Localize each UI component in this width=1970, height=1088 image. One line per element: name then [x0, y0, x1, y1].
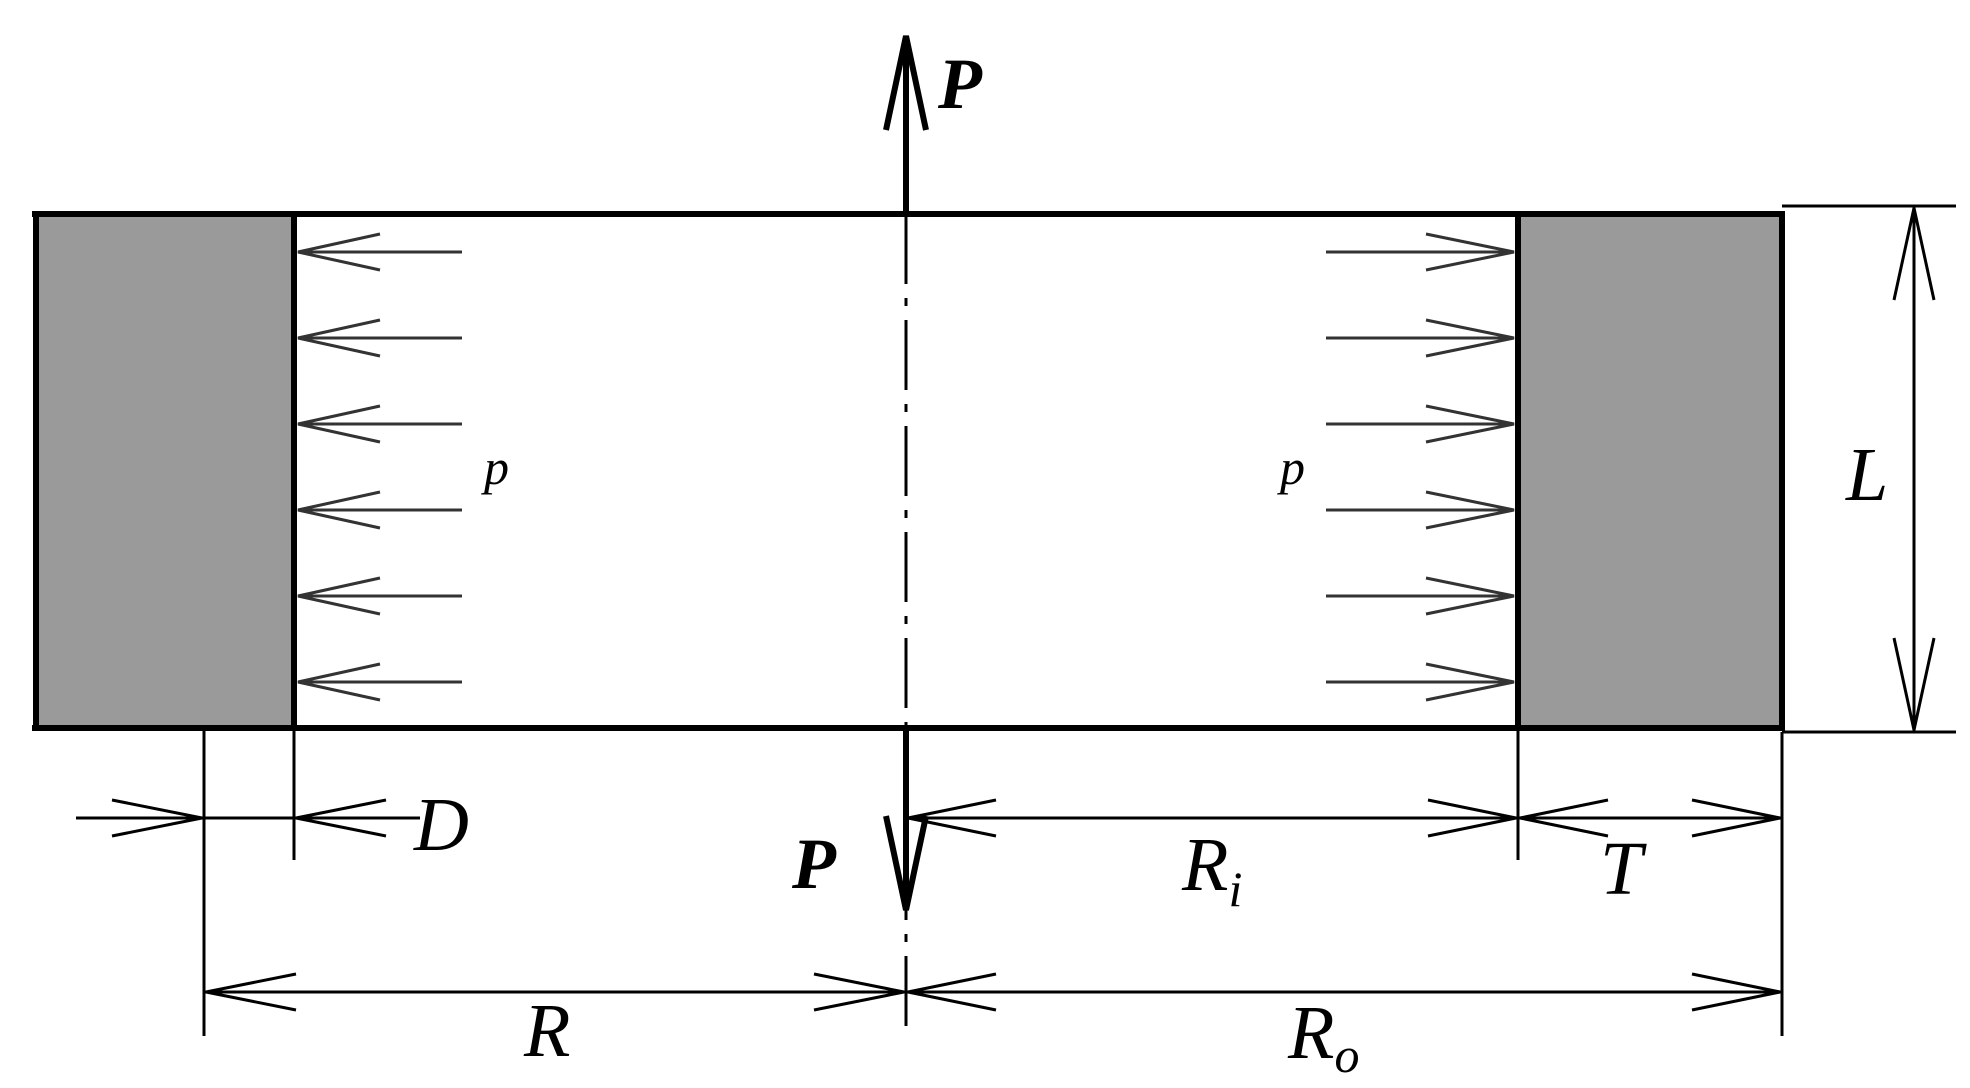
- pressure-arrow-left: [297, 490, 462, 530]
- pressure-arrow-right: [1326, 318, 1515, 358]
- pressure-arrow-left: [297, 404, 462, 444]
- radius-label: R: [523, 989, 570, 1073]
- pressure-arrow-left: [297, 662, 462, 702]
- pressure-arrow-right: [1326, 490, 1515, 530]
- pressure-arrows-left: [297, 232, 462, 702]
- left-wall: [33, 211, 297, 731]
- gap-dimension: [76, 798, 420, 838]
- thickness-dimension: [1518, 798, 1782, 838]
- inner-radius-label: Ri: [1181, 823, 1242, 917]
- force-label-bottom: P: [791, 824, 837, 904]
- pressure-arrow-right: [1326, 232, 1515, 272]
- pressure-arrow-right: [1326, 576, 1515, 616]
- pressure-arrow-right: [1326, 404, 1515, 444]
- outer-radius-label: Ro: [1287, 991, 1359, 1083]
- pressure-arrow-left: [297, 232, 462, 272]
- force-arrow-up: [883, 35, 929, 214]
- radius-dimension: [204, 972, 906, 1012]
- pressure-arrow-left: [297, 318, 462, 358]
- thickness-label: T: [1600, 827, 1647, 911]
- inner-radius-dimension: [906, 798, 1518, 838]
- extension-lines: [202, 728, 1784, 1036]
- pressure-arrows-right: [1326, 232, 1515, 702]
- length-label: L: [1845, 433, 1888, 517]
- force-label-top: P: [937, 44, 983, 124]
- pressure-arrow-right: [1326, 662, 1515, 702]
- pressure-label-right: p: [1277, 439, 1305, 495]
- pressure-label-left: p: [481, 439, 509, 495]
- gap-label: D: [413, 783, 469, 867]
- right-wall: [1515, 211, 1785, 731]
- length-dimension: [1782, 204, 1956, 734]
- pressure-arrow-left: [297, 576, 462, 616]
- outer-radius-dimension: [906, 972, 1782, 1012]
